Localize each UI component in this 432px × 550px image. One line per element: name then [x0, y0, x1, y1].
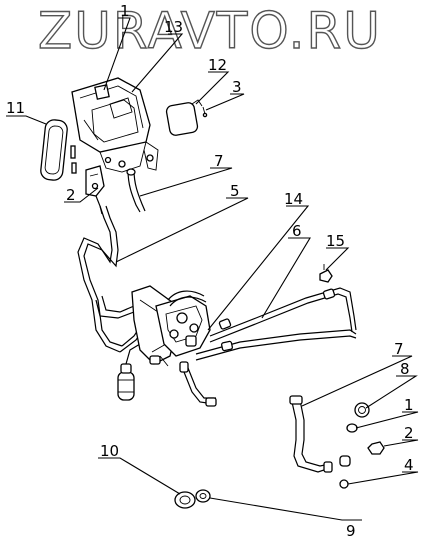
callout-15: 15: [326, 232, 345, 250]
part-7-hose-upper: [126, 168, 146, 213]
callout-2-left: 2: [66, 186, 76, 204]
callout-5: 5: [230, 182, 240, 200]
part-14-pipe: [183, 329, 357, 407]
callout-4: 4: [404, 456, 414, 474]
callout-11: 11: [6, 99, 25, 117]
callout-13: 13: [164, 18, 183, 36]
part-2-nut: [367, 441, 385, 455]
part-11-cover: [40, 119, 68, 181]
part-3-screw: [202, 106, 208, 118]
part-small-pins: [70, 145, 77, 174]
part-9-grommet: [195, 489, 211, 503]
part-12-plate: [165, 99, 203, 136]
callout-6: 6: [292, 222, 302, 240]
callout-labels: 1 13 12 3 11 7 2 5 14 6 15 7 8 1 2 4 10 …: [6, 2, 414, 540]
part-1-oring: [346, 423, 358, 433]
part-10-grommet: [174, 491, 196, 509]
part-15-fitting: [319, 264, 333, 283]
part-6-pipe: [209, 287, 357, 343]
callout-14: 14: [284, 190, 303, 208]
part-8-nut: [354, 402, 370, 418]
callout-7-right: 7: [394, 340, 404, 358]
watermark-text: ZURAVTO.RU: [38, 2, 382, 60]
callout-7-top: 7: [214, 152, 224, 170]
part-13-heater-unit: [71, 77, 159, 173]
leader-lines: [6, 17, 419, 521]
callout-3: 3: [232, 78, 242, 96]
callout-8: 8: [400, 360, 410, 378]
callout-12: 12: [208, 56, 227, 74]
receiver-drier: [117, 343, 141, 401]
part-fitting-small: [339, 455, 351, 467]
callout-1-right: 1: [404, 396, 414, 414]
central-valve-assembly: [131, 285, 211, 373]
part-7-hose-right: [289, 395, 333, 473]
callout-10: 10: [100, 442, 119, 460]
callout-9: 9: [346, 522, 356, 540]
callout-1-top: 1: [120, 2, 130, 20]
part-4-clip: [339, 479, 349, 489]
callout-2-right: 2: [404, 424, 414, 442]
